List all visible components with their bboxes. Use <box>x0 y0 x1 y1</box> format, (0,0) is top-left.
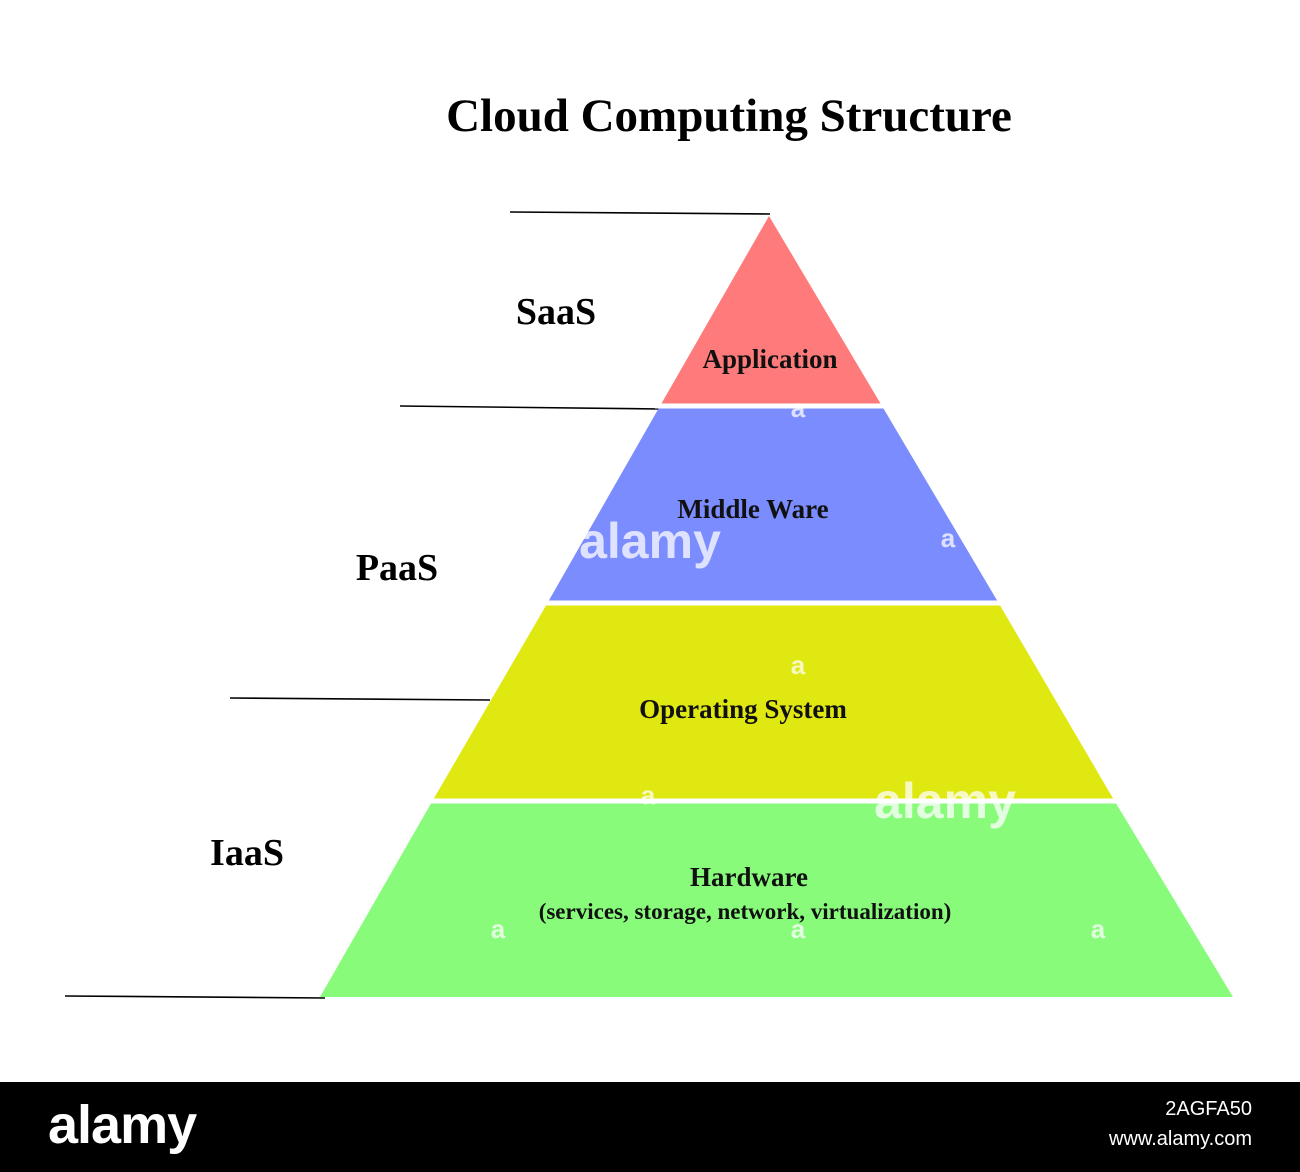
watermark-mark: a <box>641 780 656 810</box>
bracket-line-bottom <box>64 995 326 999</box>
watermark-mark: a <box>791 650 806 680</box>
diagram-title: Cloud Computing Structure <box>446 90 1012 142</box>
footer-image-id: 2AGFA50 <box>1165 1098 1252 1120</box>
layer-operating-system <box>433 602 1114 800</box>
watermark-mark: a <box>1091 914 1106 944</box>
stock-footer: alamy 2AGFA50 www.alamy.com <box>0 1082 1300 1172</box>
layer-label-operating-system: Operating System <box>639 694 847 724</box>
layer-label-hardware: Hardware <box>690 862 808 892</box>
watermark: alamy alamy a a a a a a a <box>491 393 1106 944</box>
bracket-line-top <box>509 211 771 215</box>
layer-label-application: Application <box>702 344 837 374</box>
category-label-paas: PaaS <box>356 547 438 589</box>
watermark-mark: a <box>491 914 506 944</box>
watermark-text: alamy <box>874 773 1016 829</box>
category-label-saas: SaaS <box>516 291 596 333</box>
watermark-mark: a <box>791 393 806 423</box>
layer-application <box>660 216 882 406</box>
bracket-line-saas-paas <box>399 405 661 410</box>
bracket-line-paas-iaas <box>229 697 491 701</box>
watermark-mark: a <box>941 523 956 553</box>
category-label-iaas: IaaS <box>210 832 284 874</box>
watermark-mark: a <box>791 914 806 944</box>
pyramid <box>320 216 1233 997</box>
footer-url: www.alamy.com <box>1109 1128 1252 1150</box>
footer-logo: alamy <box>48 1095 197 1155</box>
layer-label-middle-ware: Middle Ware <box>677 494 828 524</box>
layer-sublabel-hardware: (services, storage, network, virtualizat… <box>539 899 952 924</box>
watermark-text: alamy <box>579 513 721 569</box>
layer-middle-ware <box>548 406 998 602</box>
layer-hardware <box>320 800 1233 997</box>
